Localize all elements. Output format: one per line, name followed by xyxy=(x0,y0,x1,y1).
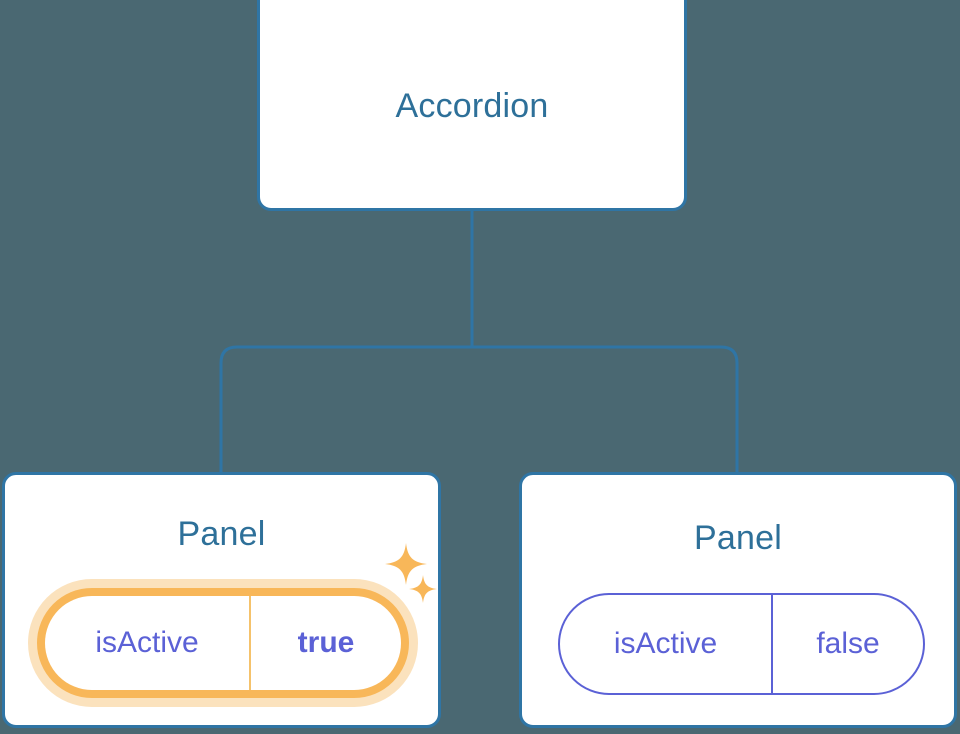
prop-value-true: true xyxy=(297,626,355,659)
tree-node-panel-active[interactable]: Panel isActive true xyxy=(2,472,441,728)
node-title-panel-inactive: Panel xyxy=(694,519,782,557)
prop-value-false: false xyxy=(816,627,880,660)
node-title-accordion: Accordion xyxy=(395,86,549,125)
prop-key-isactive-false: isActive xyxy=(560,595,773,693)
prop-pill-highlighted[interactable]: isActive true xyxy=(28,579,418,707)
tree-node-accordion[interactable]: Accordion xyxy=(257,0,687,211)
prop-pill-inner: isActive true xyxy=(45,596,401,690)
node-title-panel-active: Panel xyxy=(177,515,266,553)
connector-branch-bar xyxy=(219,345,739,472)
prop-pill-plain[interactable]: isActive false xyxy=(558,593,925,695)
tree-node-panel-inactive[interactable]: Panel isActive false xyxy=(519,472,957,728)
prop-key-isactive-true: isActive xyxy=(45,596,251,690)
